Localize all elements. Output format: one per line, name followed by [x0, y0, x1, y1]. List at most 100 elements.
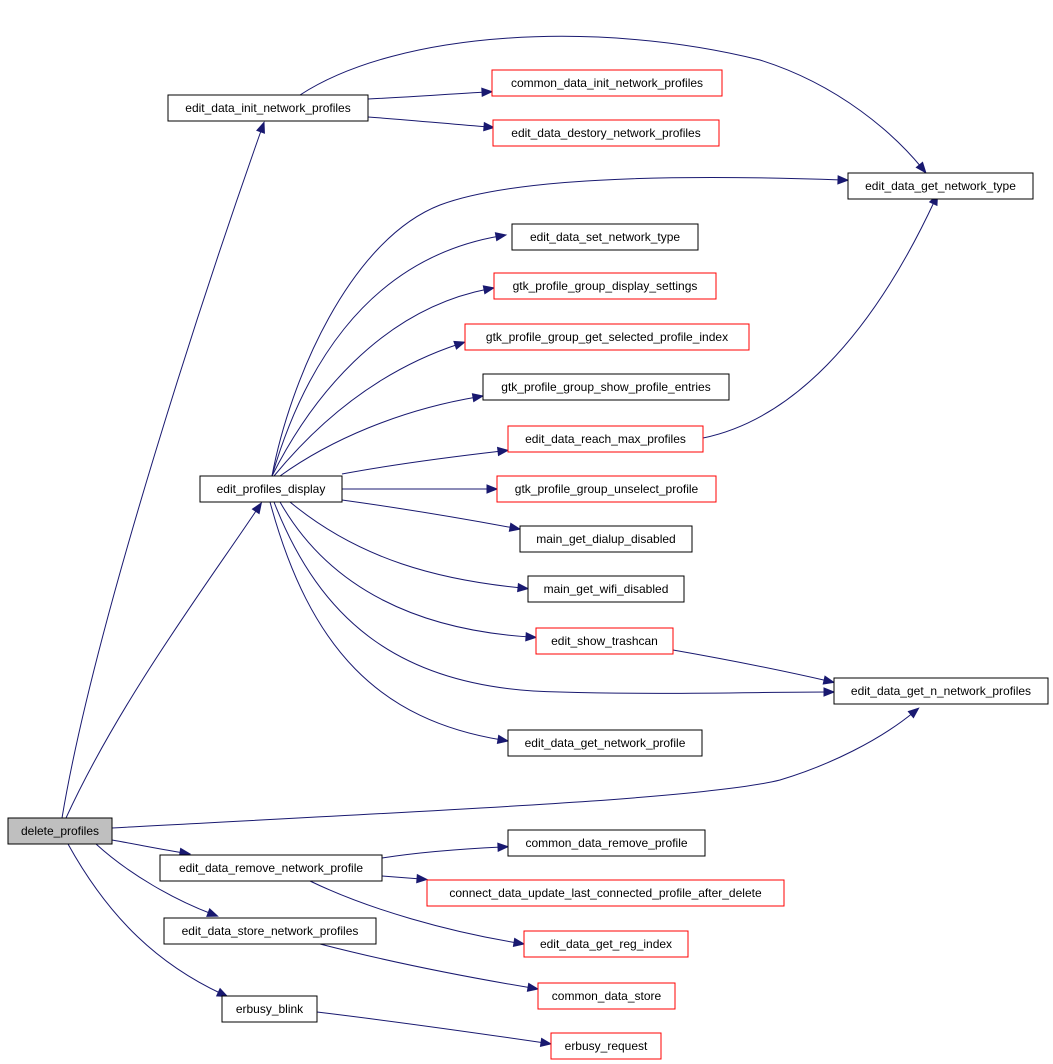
node-label: erbusy_request: [565, 1039, 648, 1053]
call-edge: [289, 501, 530, 593]
node-label: erbusy_blink: [236, 1002, 304, 1016]
node-label: gtk_profile_group_display_settings: [513, 279, 698, 293]
arrowhead: [907, 707, 920, 719]
call-edge: [381, 873, 429, 884]
node-box[interactable]: [482, 373, 730, 401]
call-edge: [279, 393, 485, 477]
edge-line: [309, 880, 519, 944]
arrowhead: [512, 937, 526, 947]
node-label: gtk_profile_group_unselect_profile: [515, 482, 699, 496]
node-common-data-remove-profile[interactable]: common_data_remove_profile: [507, 829, 706, 857]
node-edit-data-get-network-profile[interactable]: edit_data_get_network_profile: [507, 729, 703, 757]
node-delete-profiles[interactable]: delete_profiles: [7, 817, 113, 845]
call-edge: [367, 116, 496, 132]
call-edge: [111, 707, 920, 829]
arrowhead: [453, 340, 466, 350]
edge-line: [299, 35, 923, 169]
node-label: edit_show_trashcan: [551, 634, 658, 648]
node-edit-data-init-network-profiles[interactable]: edit_data_init_network_profiles: [167, 94, 369, 122]
arrowhead: [539, 1037, 553, 1048]
node-box[interactable]: [7, 817, 113, 845]
call-edge: [271, 232, 508, 477]
arrowhead: [496, 734, 510, 744]
node-gtk-profile-group-get-selected-profile-index[interactable]: gtk_profile_group_get_selected_profile_i…: [464, 323, 750, 351]
node-edit-data-get-network-type[interactable]: edit_data_get_network_type: [847, 172, 1034, 200]
call-edge: [61, 121, 265, 819]
node-box[interactable]: [507, 425, 704, 453]
node-erbusy-blink[interactable]: erbusy_blink: [221, 995, 318, 1023]
call-edge: [271, 285, 496, 477]
node-gtk-profile-group-unselect-profile[interactable]: gtk_profile_group_unselect_profile: [496, 475, 717, 503]
node-edit-data-remove-network-profile[interactable]: edit_data_remove_network_profile: [159, 854, 383, 882]
node-box[interactable]: [492, 119, 720, 147]
node-label: edit_data_set_network_type: [530, 230, 680, 244]
edge-line: [381, 846, 503, 859]
node-label: edit_profiles_display: [217, 482, 326, 496]
node-edit-profiles-display[interactable]: edit_profiles_display: [199, 475, 343, 503]
node-box[interactable]: [550, 1032, 662, 1060]
node-edit-show-trashcan[interactable]: edit_show_trashcan: [535, 627, 674, 655]
edge-line: [271, 235, 501, 477]
call-edge: [702, 193, 939, 439]
node-common-data-init-network-profiles[interactable]: common_data_init_network_profiles: [491, 69, 723, 97]
edge-line: [273, 501, 829, 694]
node-label: common_data_store: [552, 989, 662, 1003]
node-box[interactable]: [519, 525, 693, 553]
node-box[interactable]: [426, 879, 785, 907]
node-edit-data-set-network-type[interactable]: edit_data_set_network_type: [511, 223, 699, 251]
node-edit-data-get-reg-index[interactable]: edit_data_get_reg_index: [523, 930, 689, 958]
node-box[interactable]: [507, 829, 706, 857]
node-box[interactable]: [167, 94, 369, 122]
node-edit-data-store-network-profiles[interactable]: edit_data_store_network_profiles: [163, 917, 377, 945]
call-edge: [273, 501, 836, 697]
node-erbusy-request[interactable]: erbusy_request: [550, 1032, 662, 1060]
call-edge: [299, 35, 927, 174]
call-edge: [341, 499, 522, 532]
node-label: edit_data_store_network_profiles: [182, 924, 359, 938]
node-box[interactable]: [163, 917, 377, 945]
node-label: gtk_profile_group_get_selected_profile_i…: [486, 330, 728, 344]
node-box[interactable]: [527, 575, 685, 603]
node-edit-data-reach-max-profiles[interactable]: edit_data_reach_max_profiles: [507, 425, 704, 453]
node-main-get-wifi-disabled[interactable]: main_get_wifi_disabled: [527, 575, 685, 603]
node-gtk-profile-group-display-settings[interactable]: gtk_profile_group_display_settings: [493, 272, 717, 300]
call-edge: [95, 843, 219, 917]
node-box[interactable]: [491, 69, 723, 97]
node-label: delete_profiles: [21, 824, 99, 838]
arrowhead: [823, 687, 836, 697]
arrowhead: [837, 175, 850, 185]
node-label: gtk_profile_group_show_profile_entries: [501, 380, 710, 394]
node-box[interactable]: [464, 323, 750, 351]
arrowhead: [497, 842, 510, 852]
edge-line: [367, 91, 487, 100]
arrowhead: [481, 87, 494, 97]
edge-line: [279, 501, 531, 638]
node-box[interactable]: [199, 475, 343, 503]
node-label: edit_data_get_reg_index: [540, 937, 672, 951]
node-label: common_data_remove_profile: [525, 836, 687, 850]
node-label: edit_data_init_network_profiles: [185, 101, 350, 115]
call-edge: [381, 842, 510, 859]
node-label: edit_data_remove_network_profile: [179, 861, 363, 875]
node-box[interactable]: [496, 475, 717, 503]
node-main-get-dialup-disabled[interactable]: main_get_dialup_disabled: [519, 525, 693, 553]
node-common-data-store[interactable]: common_data_store: [537, 982, 676, 1010]
node-box[interactable]: [221, 995, 318, 1023]
node-box[interactable]: [535, 627, 674, 655]
node-box[interactable]: [833, 677, 1049, 705]
node-gtk-profile-group-show-profile-entries[interactable]: gtk_profile_group_show_profile_entries: [482, 373, 730, 401]
node-box[interactable]: [523, 930, 689, 958]
node-box[interactable]: [507, 729, 703, 757]
node-box[interactable]: [493, 272, 717, 300]
call-edge: [342, 484, 499, 494]
arrowhead: [822, 675, 836, 685]
node-box[interactable]: [537, 982, 676, 1010]
node-connect-data-update-last-connected-profile-after-delete[interactable]: connect_data_update_last_connected_profi…: [426, 879, 785, 907]
node-box[interactable]: [847, 172, 1034, 200]
arrowhead: [416, 873, 429, 884]
edge-line: [65, 507, 259, 819]
node-edit-data-get-n-network-profiles[interactable]: edit_data_get_n_network_profiles: [833, 677, 1049, 705]
node-box[interactable]: [511, 223, 699, 251]
node-edit-data-destory-network-profiles[interactable]: edit_data_destory_network_profiles: [492, 119, 720, 147]
node-box[interactable]: [159, 854, 383, 882]
